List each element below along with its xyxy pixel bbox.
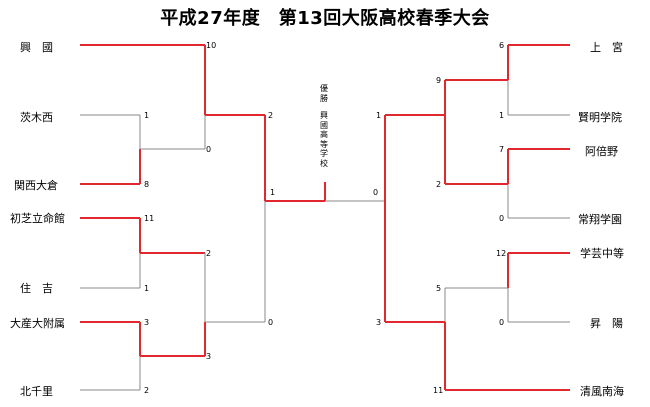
champion-school: 興國高等学校 [316, 111, 332, 168]
score-label: 6 [499, 41, 504, 50]
score-label: 1 [376, 111, 381, 120]
champion-char: 優 [320, 84, 328, 93]
score-label: 0 [499, 318, 504, 327]
score-label: 10 [206, 41, 216, 50]
score-label: 1 [144, 111, 149, 120]
score-label: 0 [268, 318, 273, 327]
team-name: 茨木西 [20, 111, 53, 124]
team-name: 住 吉 [20, 282, 53, 295]
score-label: 1 [499, 111, 504, 120]
score-label: 0 [373, 188, 378, 197]
team-name: 昇 陽 [590, 317, 623, 330]
champion-char: 興 [320, 111, 328, 120]
team-name: 大産大附属 [10, 317, 65, 330]
score-label: 3 [206, 352, 211, 361]
champion-char: 勝 [320, 93, 328, 103]
champion-char: 学 [320, 149, 328, 158]
score-label: 2 [268, 111, 273, 120]
champion-char: 校 [320, 158, 328, 168]
score-label: 0 [499, 214, 504, 223]
score-label: 2 [206, 249, 211, 258]
team-name: 初芝立命館 [10, 212, 65, 225]
champion-char: 國 [320, 120, 328, 130]
score-label: 11 [144, 214, 154, 223]
score-label: 11 [433, 386, 443, 395]
champion-label: 優勝 興國高等学校 [316, 84, 332, 168]
team-name: 上 宮 [590, 41, 623, 54]
team-name: 関西大倉 [14, 179, 58, 192]
team-name: 清風南海 [580, 385, 624, 398]
page-title: 平成27年度 第13回大阪高校春季大会 [160, 8, 490, 29]
champion-char: 等 [320, 139, 328, 149]
score-label: 5 [436, 284, 441, 293]
score-label: 1 [144, 284, 149, 293]
score-label: 2 [436, 180, 441, 189]
score-label: 9 [436, 76, 441, 85]
team-name: 賢明学院 [578, 111, 622, 124]
team-name: 北千里 [20, 385, 53, 398]
score-label: 7 [499, 145, 504, 154]
score-label: 1 [270, 188, 275, 197]
score-label: 2 [144, 386, 149, 395]
team-name: 学芸中等 [580, 247, 624, 260]
team-name: 興 國 [20, 41, 53, 54]
score-label: 8 [144, 180, 149, 189]
score-label: 0 [206, 145, 211, 154]
champion-title: 優勝 [316, 84, 332, 103]
team-name: 常翔学園 [578, 213, 622, 226]
champion-char: 高 [320, 130, 328, 139]
score-label: 12 [496, 249, 506, 258]
team-name: 阿倍野 [585, 145, 618, 158]
score-label: 3 [144, 318, 149, 327]
score-label: 3 [376, 318, 381, 327]
